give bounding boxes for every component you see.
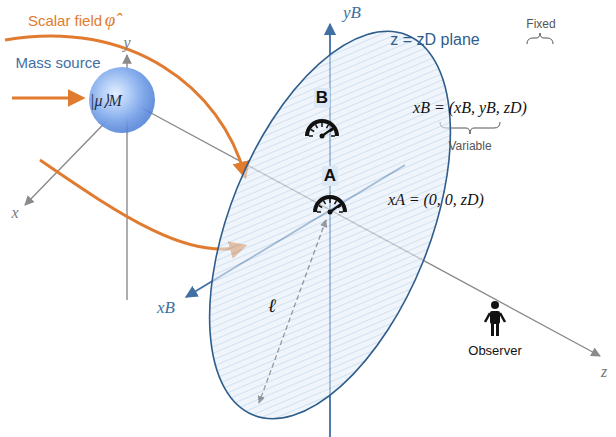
field-arrow <box>12 97 82 100</box>
source-state: |μ⟩M <box>90 91 122 110</box>
axis-label: x <box>11 204 18 222</box>
field-arrow <box>40 160 244 249</box>
axis-label: y <box>123 34 130 52</box>
position-formula: xA = (0, 0, zD) <box>388 191 484 209</box>
detector-plane: BAz = zD plane <box>210 31 450 419</box>
field-label: Scalar field <box>28 12 102 29</box>
mass-blob <box>89 67 155 133</box>
brace-note: Fixed <box>526 17 555 31</box>
radius-label: ℓ <box>268 295 276 317</box>
detector-a: A <box>308 168 352 218</box>
brace-note: Variable <box>448 139 491 153</box>
source-title: Mass source <box>15 54 100 71</box>
plane-title: z = zD plane <box>390 31 479 49</box>
observer-label: Observer <box>468 343 521 358</box>
detector-letter: B <box>314 88 330 108</box>
position-formula: xB = (xB, yB, zD) <box>413 99 527 117</box>
detector-b: B <box>300 88 344 142</box>
detector-gauge <box>313 195 347 215</box>
observer-icon <box>485 301 505 336</box>
mass-source: Mass source|μ⟩M <box>89 67 155 133</box>
field-symbol: φ̂ <box>105 9 116 31</box>
fixed-brace <box>527 33 553 44</box>
axis-label: xB <box>157 298 175 318</box>
plane-outline <box>160 0 499 437</box>
axis-label: z <box>601 363 607 381</box>
field-arrow <box>5 36 245 176</box>
detector-gauge <box>305 119 339 139</box>
detector-letter: A <box>322 166 338 186</box>
axis-label: yB <box>343 3 361 23</box>
